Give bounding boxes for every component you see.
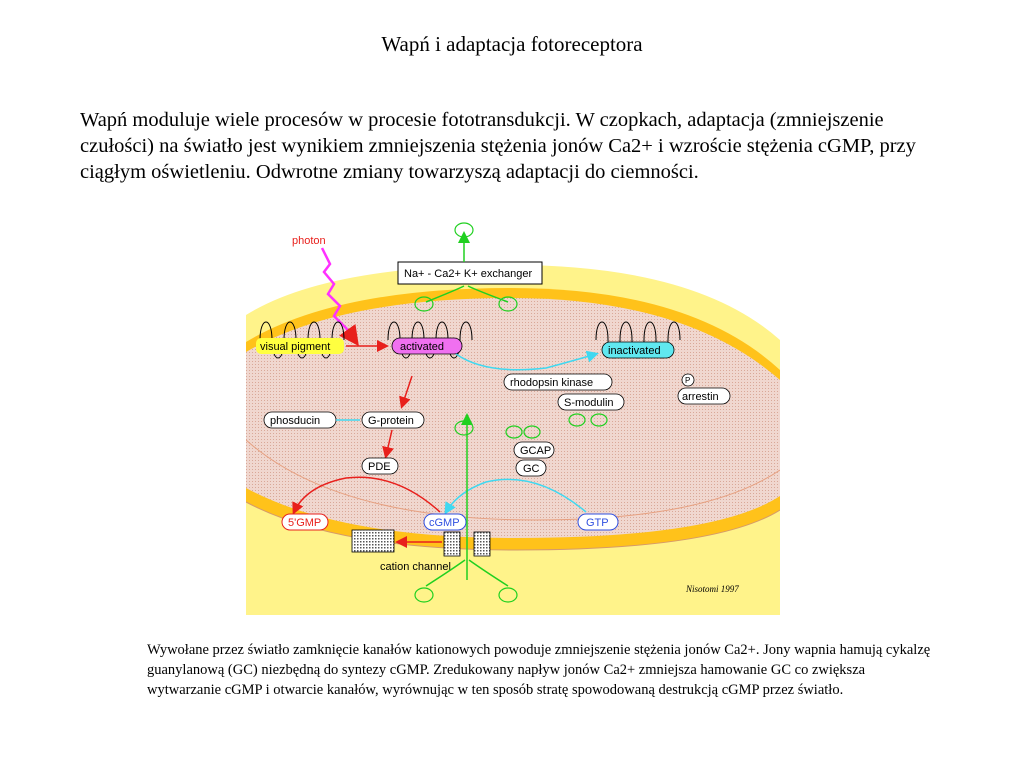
- cgmp-synthesis-arrow: [444, 478, 587, 515]
- g-protein-pill: [361, 411, 425, 429]
- closed-channel: [351, 529, 395, 553]
- intro-paragraph: Wapń moduluje wiele procesów w procesie …: [80, 109, 916, 183]
- arrestin-label: arrestin: [682, 391, 719, 403]
- five-gmp-label: 5'GMP: [288, 517, 321, 529]
- activated-label: activated: [400, 341, 444, 353]
- pde-activation-arrow: [382, 429, 394, 459]
- cgmp-hydrolysis-arrow: [292, 476, 441, 515]
- cgmp-pill: [423, 513, 467, 531]
- channel-right-half: [473, 531, 491, 557]
- cgmp-label: cGMP: [429, 517, 460, 529]
- caption-paragraph: Wywołane przez światło zamknięcie kanałó…: [147, 642, 931, 698]
- visual-pigment-label: visual pigment: [260, 341, 330, 353]
- ca-entry-left: [425, 559, 466, 587]
- pde-label: PDE: [368, 461, 391, 473]
- slide-title: Wapń i adaptacja fotoreceptora: [381, 32, 643, 56]
- ca-in-arrow-right: [467, 285, 509, 303]
- transducin-arrow: [399, 375, 413, 409]
- visual-pigment-pill: [256, 338, 344, 354]
- ca-entry-right: [468, 559, 509, 587]
- phosphate-label: P: [685, 376, 690, 385]
- five-gmp-pill: [281, 513, 329, 531]
- activated-pill: [391, 337, 463, 355]
- gtp-pill: [577, 513, 619, 531]
- phosducin-label: phosducin: [270, 415, 320, 427]
- gcap-label: GCAP: [520, 445, 551, 457]
- inactivation-arrow: [455, 350, 599, 371]
- channel-left-half: [443, 531, 461, 557]
- ca-ion-badges: [414, 222, 608, 603]
- s-modulin-pill: [557, 393, 625, 411]
- rhodopsin-kinase-label: rhodopsin kinase: [510, 377, 593, 389]
- cation-channel-label: cation channel: [380, 561, 451, 573]
- gc-pill: [515, 459, 547, 477]
- inactivated-pill: [601, 341, 675, 359]
- gtp-label: GTP: [586, 517, 609, 529]
- phosphate-marker: [681, 373, 695, 387]
- inactivated-label: inactivated: [608, 345, 661, 357]
- photon-label: photon: [292, 235, 326, 247]
- phototransduction-diagram: photon Na+ - Ca2+ K+ exchanger visual pi…: [246, 220, 780, 615]
- exchanger: Na+ - Ca2+ K+ exchanger: [397, 261, 543, 285]
- g-protein-label: G-protein: [368, 415, 414, 427]
- s-modulin-label: S-modulin: [564, 397, 614, 409]
- signature: Nisotomi 1997: [685, 584, 739, 594]
- gcap-pill: [513, 441, 555, 459]
- exchanger-label: Na+ - Ca2+ K+ exchanger: [404, 268, 532, 280]
- pde-pill: [361, 457, 399, 475]
- arrestin-pill: [677, 387, 731, 405]
- outer-segment: [246, 265, 780, 615]
- gc-label: GC: [523, 463, 540, 475]
- photon-arrow: [320, 247, 359, 347]
- rhodopsin-kinase-pill: [503, 373, 613, 391]
